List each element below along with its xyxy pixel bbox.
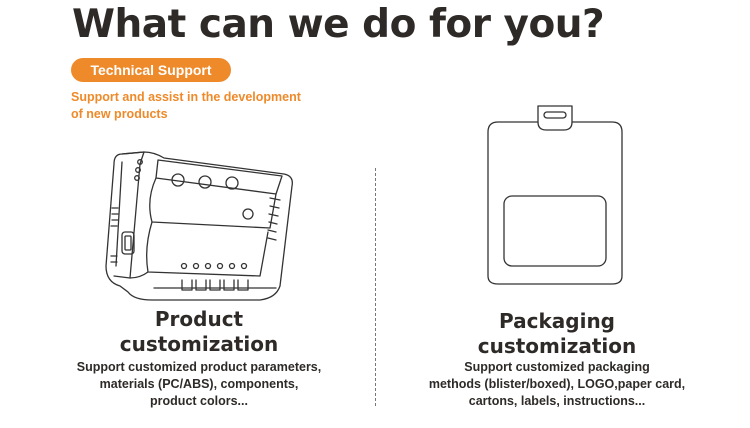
product-customization-desc: Support customized product parameters, m… xyxy=(52,359,346,410)
intro-text: Support and assist in the development of… xyxy=(71,89,331,123)
column-divider xyxy=(375,168,376,406)
desc-line: materials (PC/ABS), components, xyxy=(99,377,299,391)
page-title: What can we do for you? xyxy=(72,2,605,47)
title-line: Packaging xyxy=(499,309,615,333)
product-customization-title: Product customization xyxy=(96,307,302,357)
packaging-customization-desc: Support customized packaging methods (bl… xyxy=(404,359,710,410)
title-line: customization xyxy=(477,334,637,358)
desc-line: Support customized packaging xyxy=(464,360,650,374)
desc-line: Support customized product parameters, xyxy=(76,360,322,374)
title-line: customization xyxy=(119,332,279,356)
title-line: Product xyxy=(154,307,244,331)
device-illustration xyxy=(105,151,293,301)
desc-line: cartons, labels, instructions... xyxy=(468,394,646,408)
blister-package-illustration xyxy=(487,105,623,285)
desc-line: product colors... xyxy=(150,394,248,408)
desc-line: methods (blister/boxed), LOGO,paper card… xyxy=(428,377,686,391)
packaging-customization-title: Packaging customization xyxy=(454,309,660,359)
intro-line: of new products xyxy=(71,107,168,121)
intro-line: Support and assist in the development xyxy=(71,90,301,104)
technical-support-badge: Technical Support xyxy=(71,58,231,82)
